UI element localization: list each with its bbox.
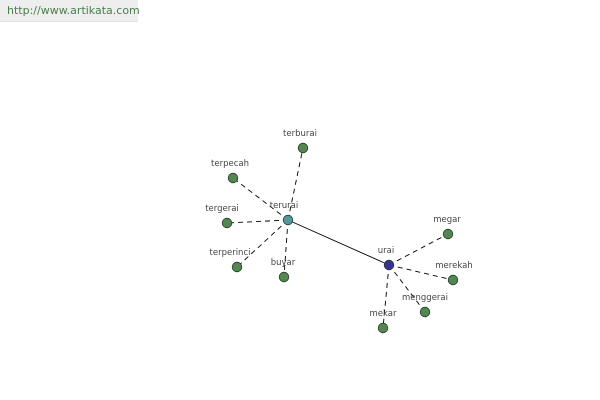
- edge-terurai-tergerai: [226, 219, 289, 224]
- node-menggerai[interactable]: [419, 306, 431, 318]
- label-terburai: terburai: [283, 129, 317, 139]
- edge-terurai-terpecah: [232, 177, 289, 221]
- source-url-link[interactable]: http://www.artikata.com: [7, 4, 140, 17]
- source-banner: http://www.artikata.com: [0, 0, 140, 22]
- graph-nodes: [221, 142, 459, 334]
- node-mekar[interactable]: [377, 322, 389, 334]
- label-merekah: merekah: [435, 261, 472, 271]
- label-terurai: terurai: [270, 201, 299, 211]
- label-urai: urai: [378, 246, 394, 256]
- label-tergerai: tergerai: [205, 204, 239, 214]
- node-urai[interactable]: [383, 259, 395, 271]
- label-menggerai: menggerai: [402, 293, 448, 303]
- node-terpecah[interactable]: [227, 172, 239, 184]
- edge-urai-merekah: [388, 264, 454, 281]
- graph-labels: terburai terpecah tergerai terperinci buyar m…: [205, 129, 473, 319]
- label-terpecah: terpecah: [211, 159, 249, 169]
- edge-urai-menggerai: [388, 264, 426, 313]
- graph-edges: [226, 147, 454, 329]
- edge-terurai-terburai: [287, 147, 304, 221]
- label-buyar: buyar: [271, 258, 296, 268]
- edge-urai-mekar: [382, 264, 390, 329]
- label-terperinci: terperinci: [210, 248, 251, 258]
- edge-terurai-urai: [287, 219, 390, 266]
- node-tergerai[interactable]: [221, 217, 233, 229]
- edge-terurai-buyar: [283, 219, 289, 278]
- node-terperinci[interactable]: [231, 261, 243, 273]
- node-buyar[interactable]: [278, 271, 290, 283]
- edge-terurai-terperinci: [236, 219, 289, 268]
- node-megar[interactable]: [442, 228, 454, 240]
- node-merekah[interactable]: [447, 274, 459, 286]
- label-mekar: mekar: [370, 309, 397, 319]
- node-terburai[interactable]: [297, 142, 309, 154]
- edge-urai-megar: [388, 233, 449, 266]
- node-terurai[interactable]: [282, 214, 294, 226]
- label-megar: megar: [433, 215, 461, 225]
